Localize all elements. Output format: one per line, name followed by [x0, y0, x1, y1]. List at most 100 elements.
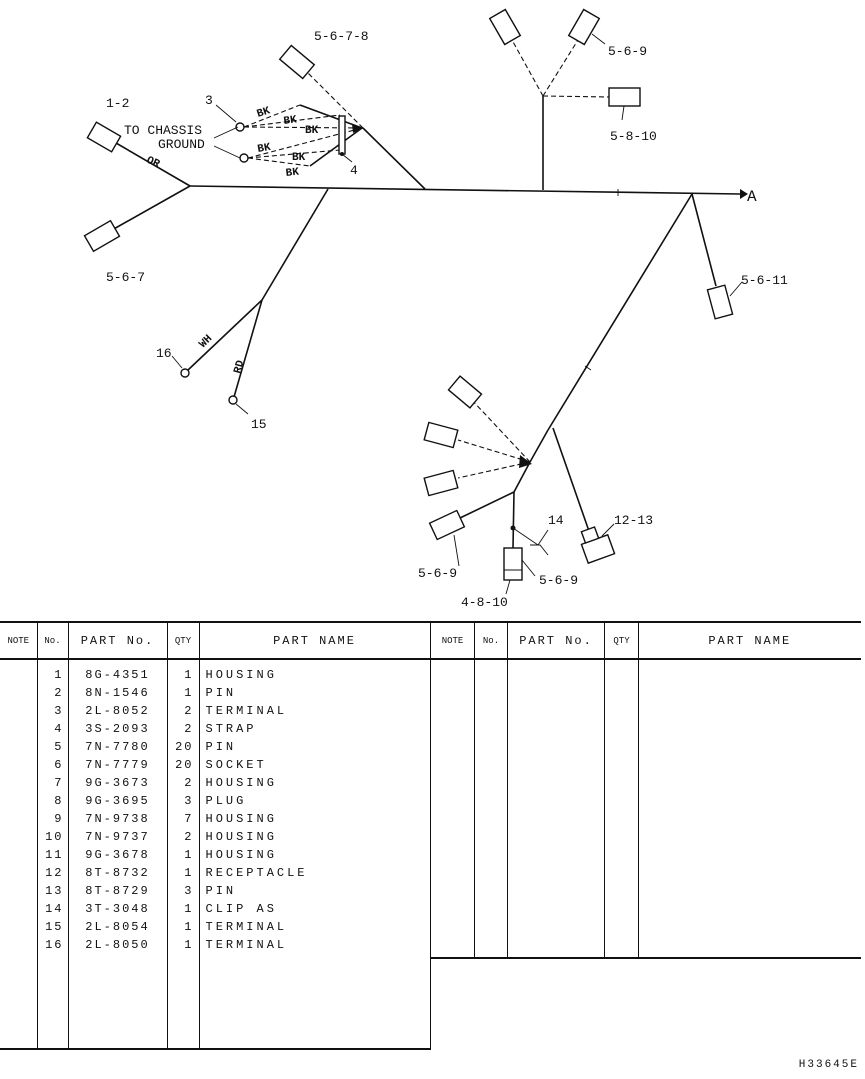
terminal-15 [228, 395, 238, 405]
callout-14: 14 [548, 513, 564, 528]
row-part-name: HOUSING [199, 810, 431, 828]
wire-or [115, 142, 191, 187]
connector-5-6-9-top-left [488, 8, 522, 46]
row-part-name: PIN [199, 738, 431, 756]
row-part-name: TERMINAL [199, 918, 431, 936]
row-no: 12 [37, 864, 69, 882]
callout-3: 3 [205, 93, 213, 108]
terminal-16 [180, 368, 190, 378]
row-no: 7 [37, 774, 69, 792]
wire-label-bk-5: BK [292, 152, 306, 164]
callout-4-8-10: 4-8-10 [461, 595, 508, 610]
callout-12-13: 12-13 [614, 513, 653, 528]
connector-5-6-7 [83, 219, 121, 253]
row-part-no: 8N-1546 [68, 684, 168, 702]
wire-wh [187, 299, 263, 371]
wire-label-or: OR [144, 155, 161, 171]
row-part-no: 2L-8050 [68, 936, 168, 954]
drawing-number: H33645E [798, 1059, 859, 1071]
connector-dashed-3 [423, 469, 459, 497]
row-qty: 2 [167, 828, 200, 846]
header-qty: QTY [604, 621, 639, 660]
leader-3 [215, 104, 237, 123]
callout-5-6-7: 5-6-7 [106, 270, 145, 285]
row-qty: 3 [167, 882, 200, 900]
row-qty: 3 [167, 792, 200, 810]
end-label-a: A [747, 188, 757, 206]
header-note: NOTE [0, 621, 38, 660]
header-part-no: PART No. [507, 621, 605, 660]
strap-4 [338, 115, 346, 155]
parts-table-right: NOTE No. PART No. QTY PART NAME [430, 621, 861, 959]
row-part-no: 2L-8052 [68, 702, 168, 720]
row-part-no: 7N-7779 [68, 756, 168, 774]
end-a-arrow [740, 189, 748, 199]
wire-lower-trunk [547, 193, 693, 431]
row-no: 11 [37, 846, 69, 864]
row-qty: 1 [167, 666, 200, 684]
row-qty: 1 [167, 900, 200, 918]
ground-terminal-lower [239, 153, 249, 163]
header-note: NOTE [430, 621, 475, 660]
wire-to-5-6-7 [111, 185, 191, 231]
row-qty: 2 [167, 702, 200, 720]
row-no: 4 [37, 720, 69, 738]
row-no: 10 [37, 828, 69, 846]
callout-5-6-9-left: 5-6-9 [418, 566, 457, 581]
row-part-no: 8T-8729 [68, 882, 168, 900]
callout-5-6-9-bottom: 5-6-9 [539, 573, 578, 588]
row-no: 16 [37, 936, 69, 954]
wire-label-bk-4: BK [257, 142, 272, 156]
row-no: 3 [37, 702, 69, 720]
row-qty: 1 [167, 936, 200, 954]
row-part-no: 7N-7780 [68, 738, 168, 756]
row-part-name: TERMINAL [199, 702, 431, 720]
wire-to-5-6-11 [691, 193, 717, 287]
row-qty: 1 [167, 684, 200, 702]
row-no: 9 [37, 810, 69, 828]
row-qty: 1 [167, 846, 200, 864]
callout-16: 16 [156, 346, 172, 361]
connector-5-6-9-top-right [567, 8, 601, 46]
callout-5-6-7-8: 5-6-7-8 [314, 29, 369, 44]
wire-label-rd: RD [232, 359, 247, 375]
callout-5-8-10: 5-8-10 [610, 129, 657, 144]
row-no: 1 [37, 666, 69, 684]
row-part-name: RECEPTACLE [199, 864, 431, 882]
callout-5-6-11: 5-6-11 [741, 273, 788, 288]
connector-1-2 [86, 121, 122, 153]
callout-5-6-9-top: 5-6-9 [608, 44, 647, 59]
row-part-name: PLUG [199, 792, 431, 810]
row-qty: 2 [167, 720, 200, 738]
row-no: 14 [37, 900, 69, 918]
row-part-no: 9G-3673 [68, 774, 168, 792]
header-part-name: PART NAME [199, 621, 431, 660]
connector-5-8-10 [608, 87, 641, 107]
row-part-no: 8G-4351 [68, 666, 168, 684]
wire-to-5-6-7-8 [362, 127, 426, 190]
row-part-no: 3T-3048 [68, 900, 168, 918]
row-part-name: STRAP [199, 720, 431, 738]
row-qty: 20 [167, 756, 200, 774]
connector-dashed-1 [447, 375, 483, 409]
connector-5-6-11 [706, 284, 734, 320]
header-no: No. [474, 621, 508, 660]
row-part-name: CLIP AS [199, 900, 431, 918]
callout-4: 4 [350, 163, 358, 178]
header-part-name: PART NAME [638, 621, 861, 660]
table-header-row: NOTE No. PART No. QTY PART NAME [430, 621, 861, 660]
wire-label-wh: WH [197, 333, 215, 351]
